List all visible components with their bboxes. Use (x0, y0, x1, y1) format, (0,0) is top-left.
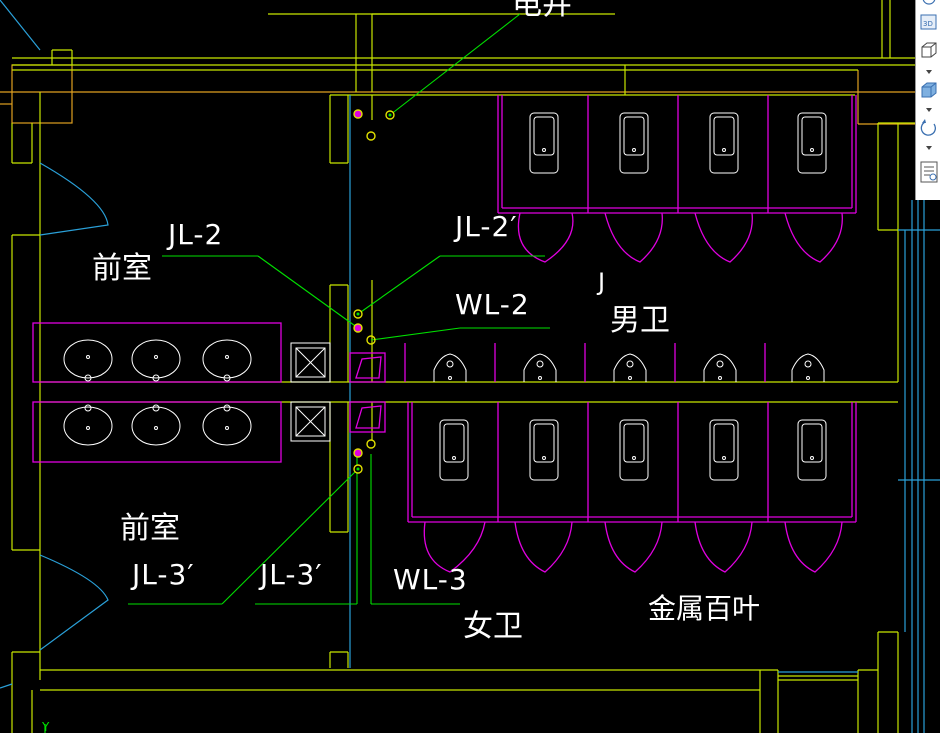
room-label-louver: 金属百叶 (648, 592, 760, 625)
rotate-icon[interactable] (919, 118, 939, 138)
list-view-icon[interactable] (919, 160, 939, 183)
toilet-lower-4 (709, 419, 739, 481)
toilet-lower-1 (439, 419, 469, 481)
toilet-upper-4 (797, 112, 827, 174)
pipe-markers (353, 109, 395, 474)
leader-lines (128, 13, 550, 605)
pipe-label-jl2: JL-2 (166, 218, 223, 251)
chevron-down-icon[interactable] (926, 146, 932, 150)
view-toolbar: 3D (915, 0, 940, 200)
cube-wire-icon[interactable] (919, 40, 939, 60)
pipe-label-wl3: WL-3 (393, 563, 468, 596)
chevron-down-icon[interactable] (926, 70, 932, 74)
view-3d-icon[interactable]: 3D (919, 12, 939, 32)
room-label-men: 男卫 (610, 303, 670, 338)
pipe-label-jl3-prime-right: JL-3′ (258, 558, 323, 591)
room-label-women: 女卫 (463, 609, 523, 644)
room-label-front-upper: 前室 (92, 251, 152, 286)
view-3d-label: 3D (923, 20, 933, 28)
pipe-label-jl3-prime-left: JL-3′ (130, 558, 195, 591)
shaft-label: 电井 (512, 0, 572, 22)
fixtures (32, 95, 857, 573)
walls (11, 0, 915, 733)
toilet-upper-1 (529, 112, 559, 174)
white-fixtures (63, 112, 827, 481)
toilet-upper-3 (709, 112, 739, 174)
toilet-lower-3 (619, 419, 649, 481)
pipe-label-jl2-prime: JL-2′ (453, 210, 518, 243)
toilet-lower-2 (529, 419, 559, 481)
orbit-icon[interactable] (919, 0, 939, 14)
chevron-down-icon[interactable] (926, 108, 932, 112)
ucs-axis: Y (41, 720, 50, 733)
pipe-label-wl2: WL-2 (455, 288, 530, 321)
stray-mark: J (596, 268, 605, 296)
cube-solid-icon[interactable] (919, 80, 939, 100)
toilet-lower-5 (797, 419, 827, 481)
room-label-front-lower: 前室 (120, 511, 180, 546)
y-axis-label: Y (41, 720, 50, 733)
toilet-upper-2 (619, 112, 649, 174)
